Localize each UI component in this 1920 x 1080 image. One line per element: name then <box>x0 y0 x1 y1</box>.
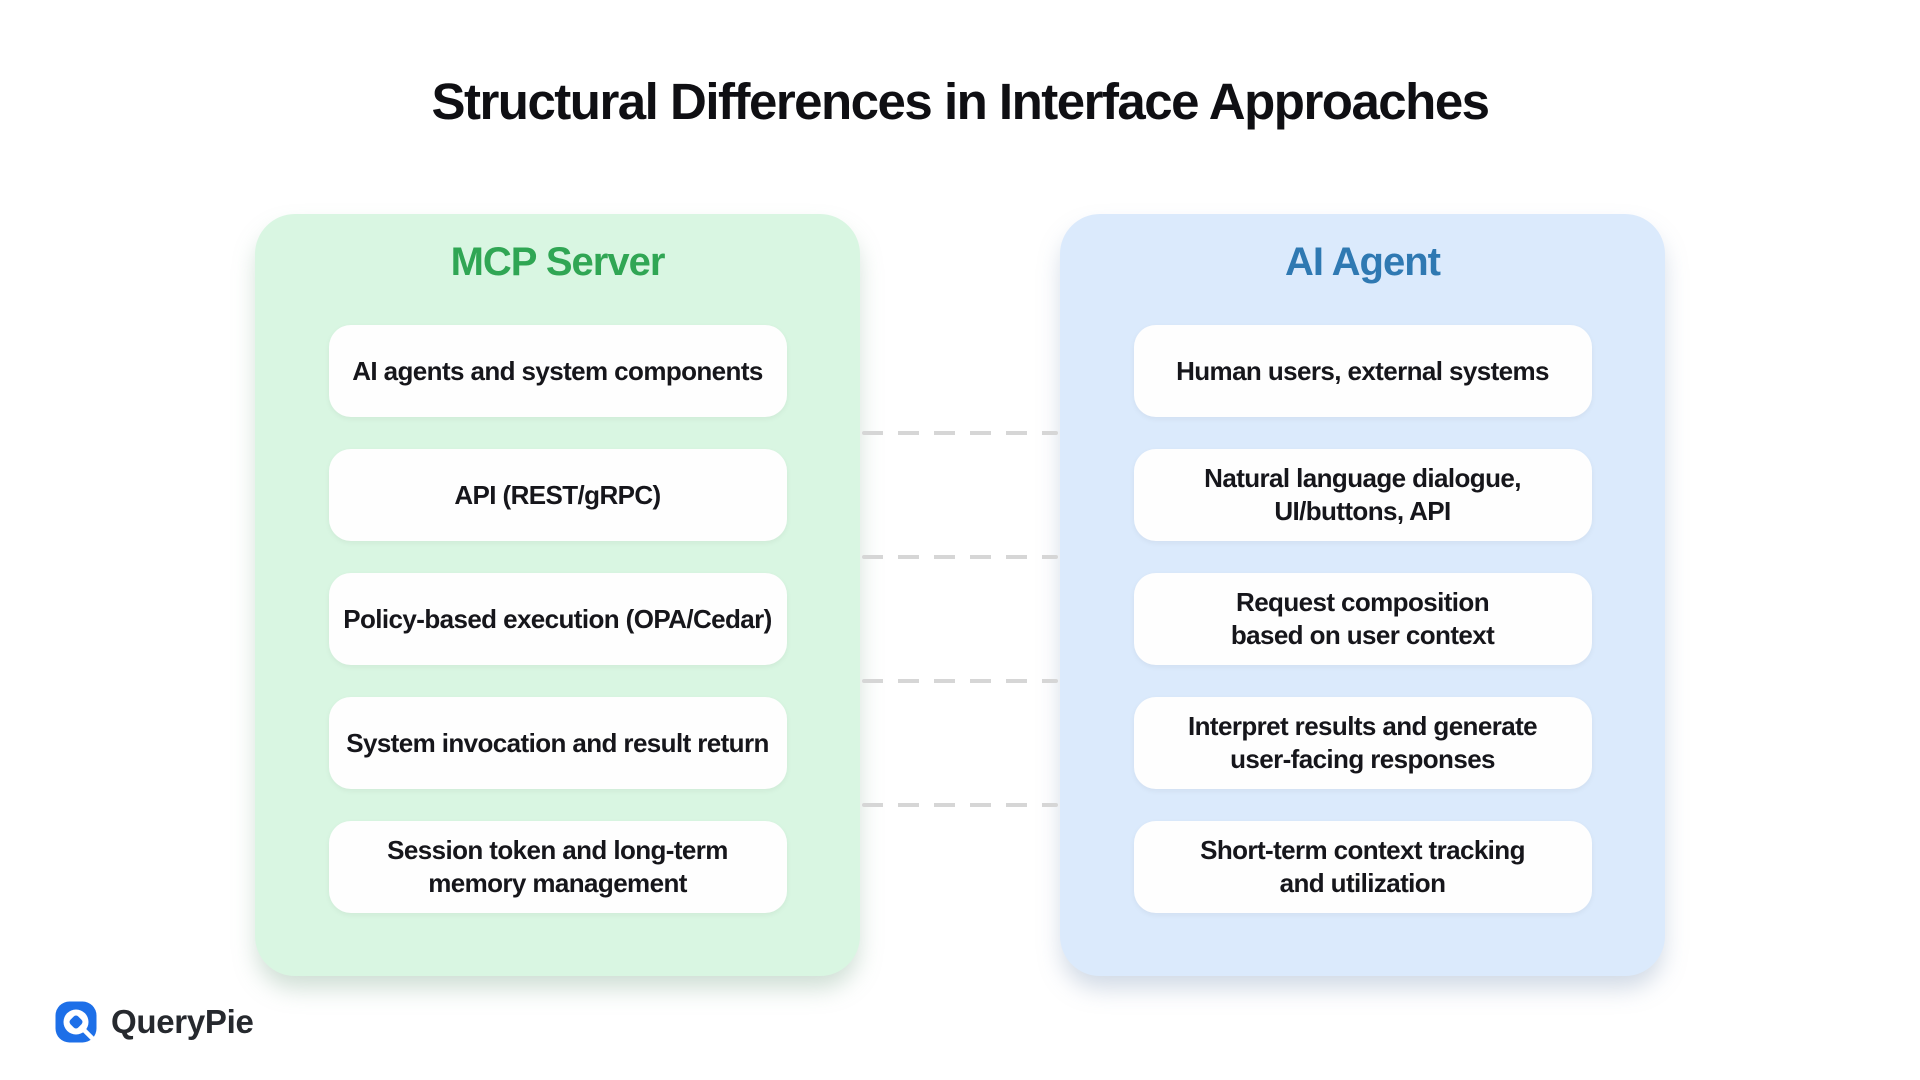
ai-agent-panel: AI Agent Human users, external systems N… <box>1060 214 1665 976</box>
card-line: Policy-based execution (OPA/Cedar) <box>343 603 772 634</box>
card-line: Session token and long-term <box>387 835 728 865</box>
card-request-composition: Request composition based on user contex… <box>1133 573 1592 665</box>
dashed-connector <box>862 803 1058 807</box>
card-line: AI agents and system components <box>352 355 763 386</box>
card-short-term-context: Short-term context tracking and utilizat… <box>1133 821 1592 913</box>
ai-agent-panel-title: AI Agent <box>1285 240 1441 284</box>
card-policy-based-execution: Policy-based execution (OPA/Cedar) <box>328 573 787 665</box>
card-session-token-memory: Session token and long-term memory manag… <box>328 821 787 913</box>
card-ai-agents-and-system-components: AI agents and system components <box>328 325 787 417</box>
card-api-rest-grpc: API (REST/gRPC) <box>328 449 787 541</box>
ai-agent-card-list: Human users, external systems Natural la… <box>1060 325 1665 913</box>
dashed-connector <box>862 555 1058 559</box>
mcp-server-panel: MCP Server AI agents and system componen… <box>255 214 860 976</box>
querypie-logo: QueryPie <box>54 999 254 1045</box>
card-line: Short-term context tracking <box>1200 835 1525 865</box>
querypie-logo-text: QueryPie <box>111 1003 254 1040</box>
card-system-invocation: System invocation and result return <box>328 697 787 789</box>
card-line: System invocation and result return <box>346 727 769 758</box>
card-line: UI/buttons, API <box>1274 496 1451 526</box>
card-line: Natural language dialogue, <box>1204 463 1521 493</box>
card-line: Interpret results and generate <box>1188 711 1538 741</box>
querypie-logo-icon <box>55 1001 98 1044</box>
card-natural-language-dialogue: Natural language dialogue, UI/buttons, A… <box>1133 449 1592 541</box>
card-line: Request composition <box>1236 587 1490 617</box>
card-line: memory management <box>428 868 687 898</box>
dashed-connector <box>862 679 1058 683</box>
card-line: user-facing responses <box>1230 744 1495 774</box>
card-line: and utilization <box>1279 868 1446 898</box>
card-line: Human users, external systems <box>1176 355 1549 386</box>
mcp-server-card-list: AI agents and system components API (RES… <box>255 325 860 913</box>
page-title: Structural Differences in Interface Appr… <box>431 73 1490 130</box>
card-line: based on user context <box>1230 620 1495 650</box>
dashed-connector <box>862 431 1058 435</box>
card-human-users-external-systems: Human users, external systems <box>1133 325 1592 417</box>
card-line: API (REST/gRPC) <box>454 479 661 510</box>
mcp-server-panel-title: MCP Server <box>450 240 666 284</box>
card-interpret-results: Interpret results and generate user-faci… <box>1133 697 1592 789</box>
